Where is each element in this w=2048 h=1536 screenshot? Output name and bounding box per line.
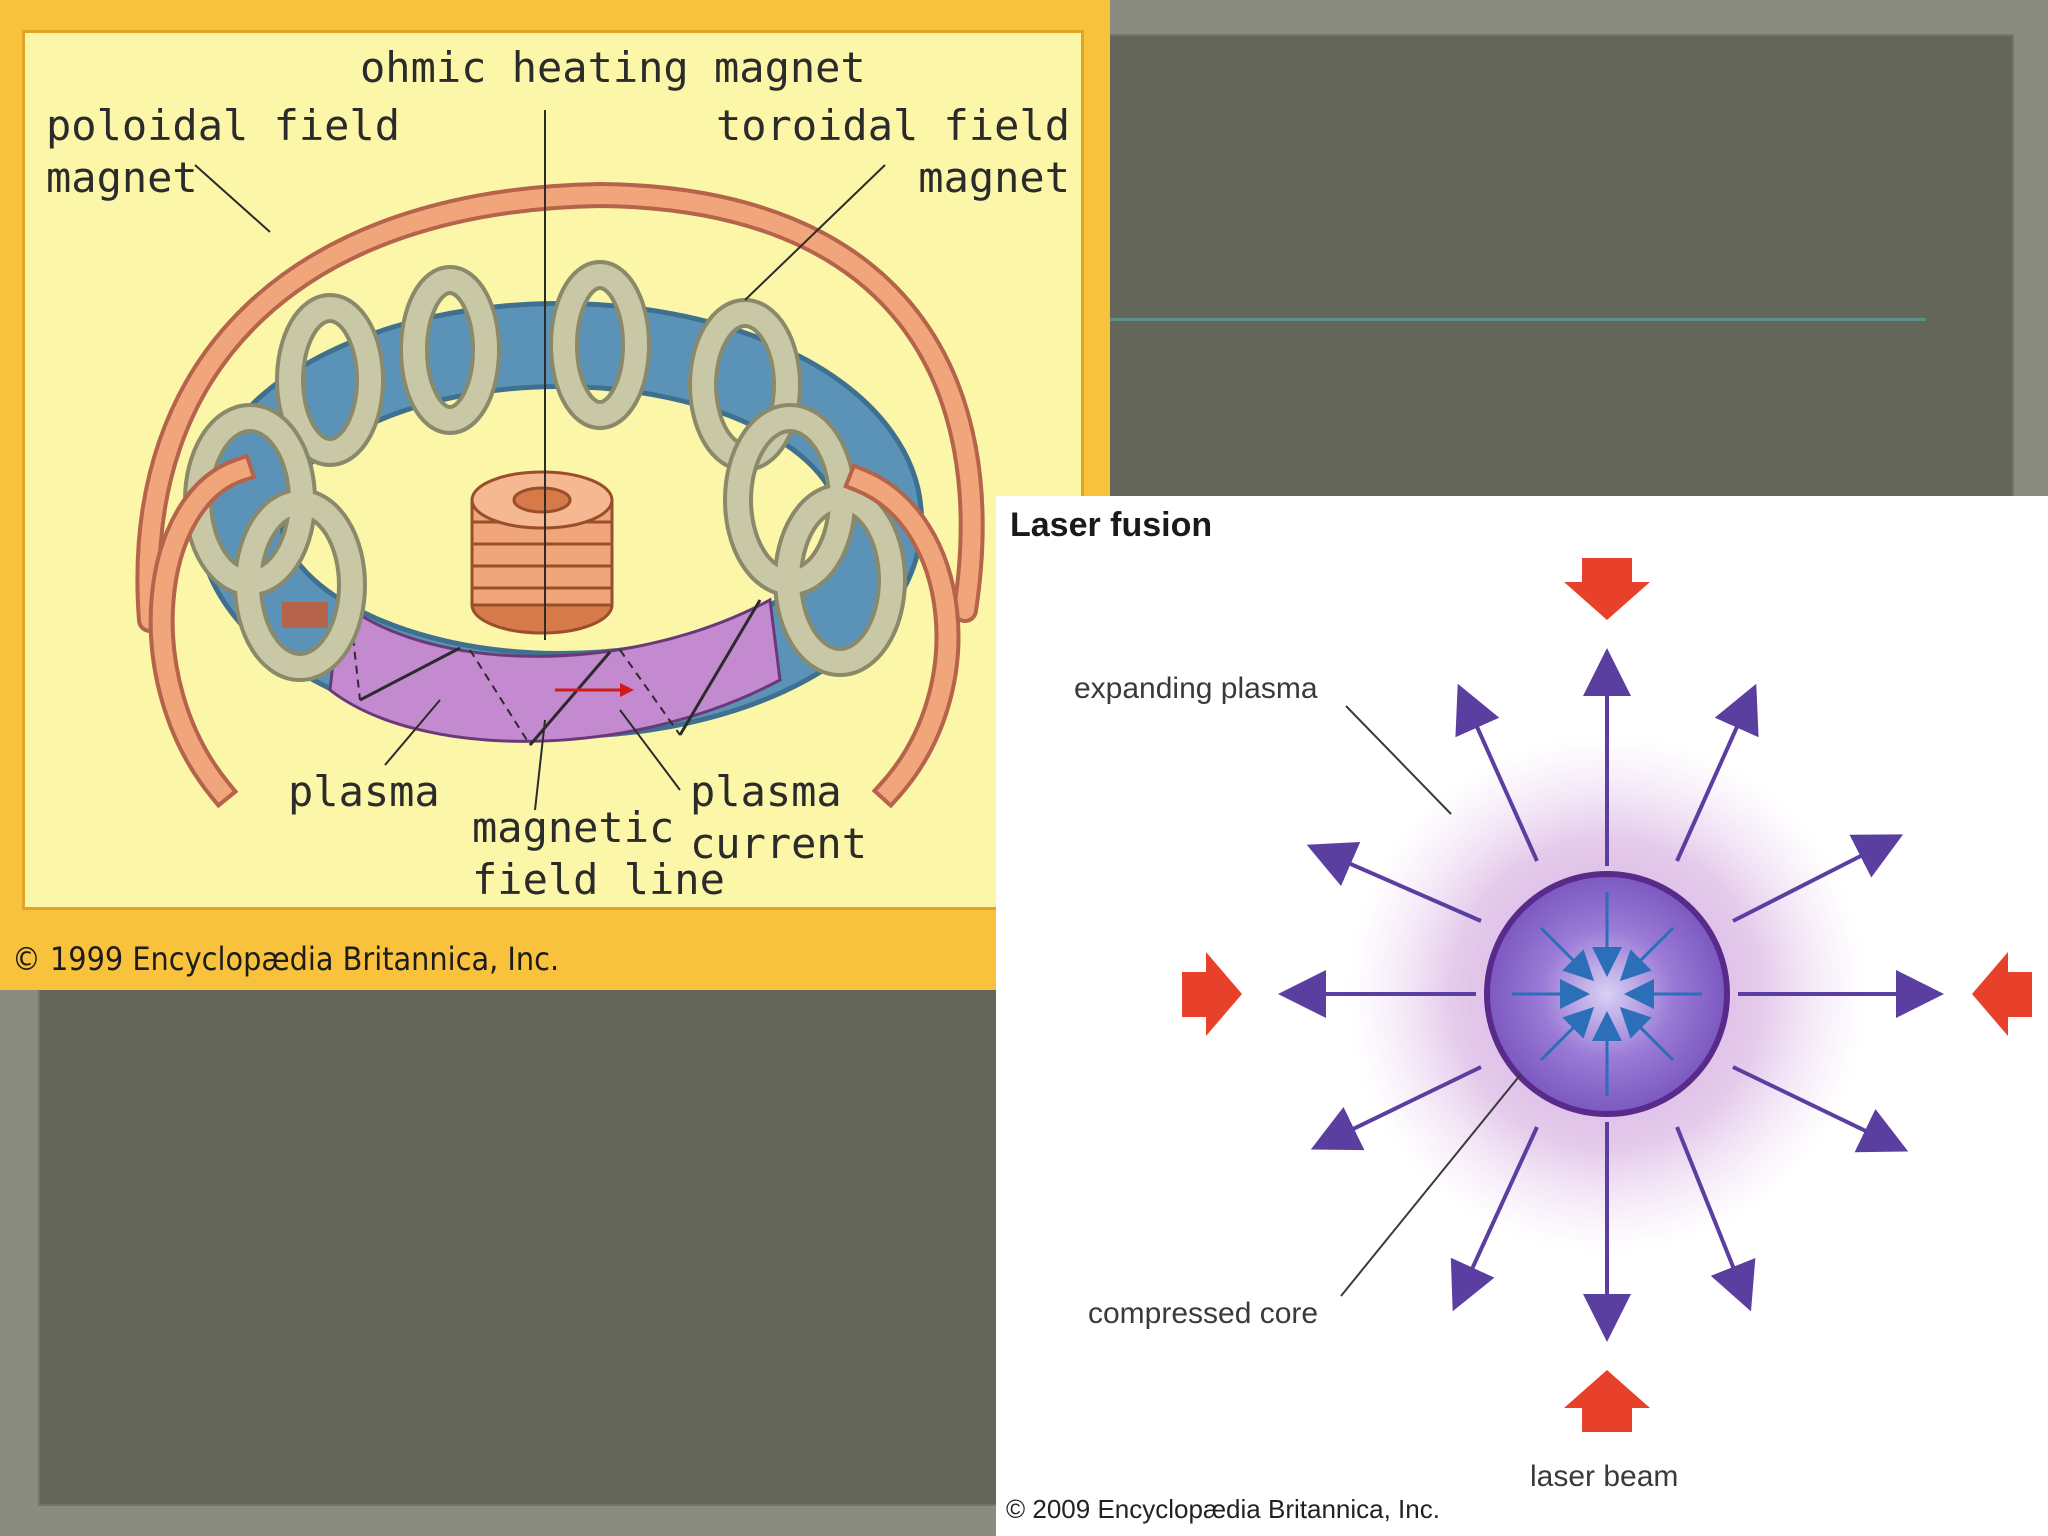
ohmic-heating-magnet: [470, 470, 614, 635]
label-magnetic-field-line2: field line: [472, 855, 725, 904]
tokamak-copyright: © 1999 Encyclopædia Britannica, Inc.: [12, 940, 560, 978]
laser-beam-arrows: [1182, 558, 2032, 1432]
label-compressed-core: compressed core: [1088, 1297, 1318, 1330]
laser-fusion-illustration: expanding plasma compressed core laser b…: [1074, 558, 2032, 1493]
label-magnetic-field-line1: magnetic: [472, 803, 674, 852]
label-toroidal-field-line1: toroidal field: [716, 101, 1070, 150]
tokamak-illustration: ohmic heating magnet poloidal field magn…: [46, 43, 1070, 904]
tokamak-diagram: ohmic heating magnet poloidal field magn…: [0, 0, 1110, 990]
expansion-arrows: [1278, 648, 1944, 1342]
laser-fusion-copyright: © 2009 Encyclopædia Britannica, Inc.: [1006, 1494, 1440, 1524]
label-plasma-current-line1: plasma: [690, 767, 842, 816]
label-plasma-current-line2: current: [690, 819, 867, 868]
label-poloidal-field-line1: poloidal field: [46, 101, 400, 150]
label-plasma: plasma: [288, 767, 440, 816]
label-ohmic-heating-magnet: ohmic heating magnet: [360, 43, 866, 92]
tokamak-leader-lines: [194, 110, 886, 811]
compression-arrows: [1512, 892, 1702, 1096]
laser-fusion-diagram: Laser fusion: [996, 496, 2048, 1536]
title-divider: [1100, 318, 1926, 321]
label-poloidal-field-line2: magnet: [46, 153, 198, 202]
label-laser-beam: laser beam: [1530, 1460, 1678, 1493]
label-expanding-plasma: expanding plasma: [1074, 672, 1318, 705]
poloidal-field-magnet-front: [148, 453, 961, 809]
label-toroidal-field-line2: magnet: [918, 153, 1070, 202]
laser-fusion-title: Laser fusion: [1010, 506, 1213, 544]
